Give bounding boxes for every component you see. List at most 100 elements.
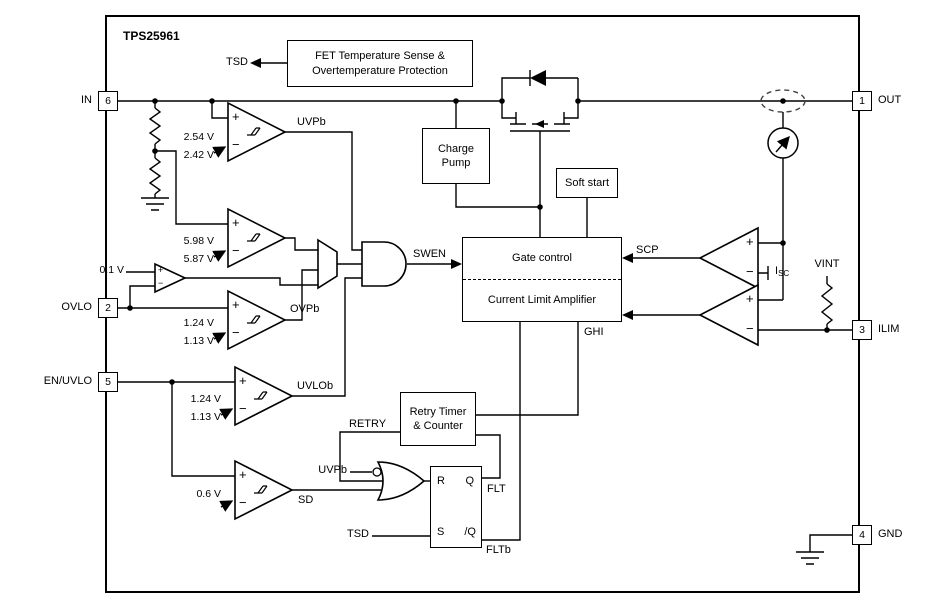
ovp-minus-sign: − [232,325,240,340]
ovp6-fall-threshold: 5.87 V [183,253,214,265]
pin-ovlo: 2 [98,298,118,318]
pin-en-uvlo: 5 [98,372,118,392]
soft-start-block: Soft start [556,168,618,198]
pin-en-uvlo-label: EN/UVLO [43,375,92,387]
pin-in-label: IN [81,94,92,106]
reference-arrows [212,146,234,512]
retry-timer-block: Retry Timer & Counter [400,392,476,446]
current-limit-amp-label: Current Limit Amplifier [487,294,597,307]
pin-gnd-label: GND [878,528,903,540]
tsd-top-label: TSD [226,56,248,68]
uvlo-rise-threshold: 1.24 V [190,393,221,405]
isc-sub: SC [778,269,790,278]
hysteresis-icon [254,485,268,494]
uvlo-plus-sign: + [239,373,247,388]
flt-label: FLT [487,483,506,495]
current-limit-comparator [698,283,759,347]
hysteresis-icon [247,233,261,242]
sd-minus-sign: − [239,495,247,510]
ovlo-detect-minus-sign: − [158,278,164,288]
wires [118,62,852,565]
sense-ellipse [760,89,806,113]
ovpb-label: OVPb [290,303,320,315]
cl-plus-sign: + [746,291,754,306]
ovlo-detect-plus-sign: + [158,265,164,275]
uvlo-minus-sign: − [239,401,247,416]
scp-arrowhead [622,253,633,263]
uvp-minus-sign: − [232,137,240,152]
sr-latch-block: R Q S /Q [430,466,482,548]
tsd-arrowhead [250,58,261,68]
hysteresis-icon [247,127,261,136]
ovp6-minus-sign: − [232,243,240,258]
pin-en-uvlo-number: 5 [105,376,111,388]
latch-q-label: Q [465,475,474,487]
pin-ilim-number: 3 [859,324,865,336]
pin-out-label: OUT [878,94,902,106]
ovp-mux [317,238,338,290]
ovp-plus-sign: + [232,297,240,312]
ovlo-detect-comparator [154,262,187,294]
latch-s-label: S [437,526,445,538]
pin-out-number: 1 [859,95,865,107]
uvlob-label: UVLOb [297,380,334,392]
pin-in-number: 6 [105,95,111,107]
fet-temp-line1: FET Temperature Sense & [315,50,445,63]
uvp-plus-sign: + [232,109,240,124]
gate-control-block: Gate control Current Limit Amplifier [462,237,622,322]
gate-control-label: Gate control [463,238,621,280]
soft-start-label: Soft start [564,176,610,189]
inverter-bubble [372,467,382,477]
uvp-fall-threshold: 2.42 V [183,149,214,161]
pin-out: 1 [852,91,872,111]
ovp-rise-threshold: 1.24 V [183,317,214,329]
vint-resistor [820,276,834,330]
charge-pump-line1: Charge [437,142,475,155]
arrowheads [250,58,633,320]
uvlo-fall-threshold: 1.13 V [190,411,221,423]
latch-r-label: R [437,475,445,487]
hysteresis-icons [247,127,268,494]
fltb-label: FLTb [486,544,511,556]
junction-dots [127,98,830,385]
charge-pump-block: Charge Pump [422,128,490,184]
pin-in: 6 [98,91,118,111]
fet-temp-sense-block: FET Temperature Sense & Overtemperature … [287,40,473,87]
pass-fet [501,101,579,237]
swen-label: SWEN [413,248,446,260]
pin-ovlo-number: 2 [105,302,111,314]
ghi-label: GHI [584,326,604,338]
pin-ilim: 3 [852,320,872,340]
vint-label: VINT [814,258,840,270]
sd-plus-sign: + [239,467,247,482]
cl-arrowhead [622,310,633,320]
scp-label: SCP [636,244,659,256]
divider-ground-symbol [141,197,169,211]
ovp6-rise-threshold: 5.98 V [183,235,214,247]
current-sense-source [767,127,799,159]
and-gate [361,241,407,287]
scp-minus-sign: − [746,264,754,279]
sd-threshold: 0.6 V [196,488,221,500]
pin-ovlo-label: OVLO [61,301,92,313]
gnd-ground-symbol [796,551,824,565]
isc-label: ISC [775,265,789,279]
retry-line2: & Counter [413,420,463,432]
hysteresis-icon [254,391,268,400]
cl-minus-sign: − [746,321,754,336]
ovp6-plus-sign: + [232,215,240,230]
ovlo-detect-threshold: 0.1 V [99,264,124,276]
pin-gnd-number: 4 [859,529,865,541]
body-diode [501,70,579,101]
retry-label: RETRY [349,418,387,430]
sd-label: SD [298,494,314,506]
pin-ilim-label: ILIM [878,323,900,335]
ovp-fall-threshold: 1.13 V [183,335,214,347]
scp-plus-sign: + [746,234,754,249]
fet-temp-line2: Overtemperature Protection [312,64,448,77]
uvp-rise-threshold: 2.54 V [183,131,214,143]
chip-title: TPS25961 [123,29,180,43]
latch-qb-label: /Q [464,526,476,538]
scp-comparator [698,226,759,290]
